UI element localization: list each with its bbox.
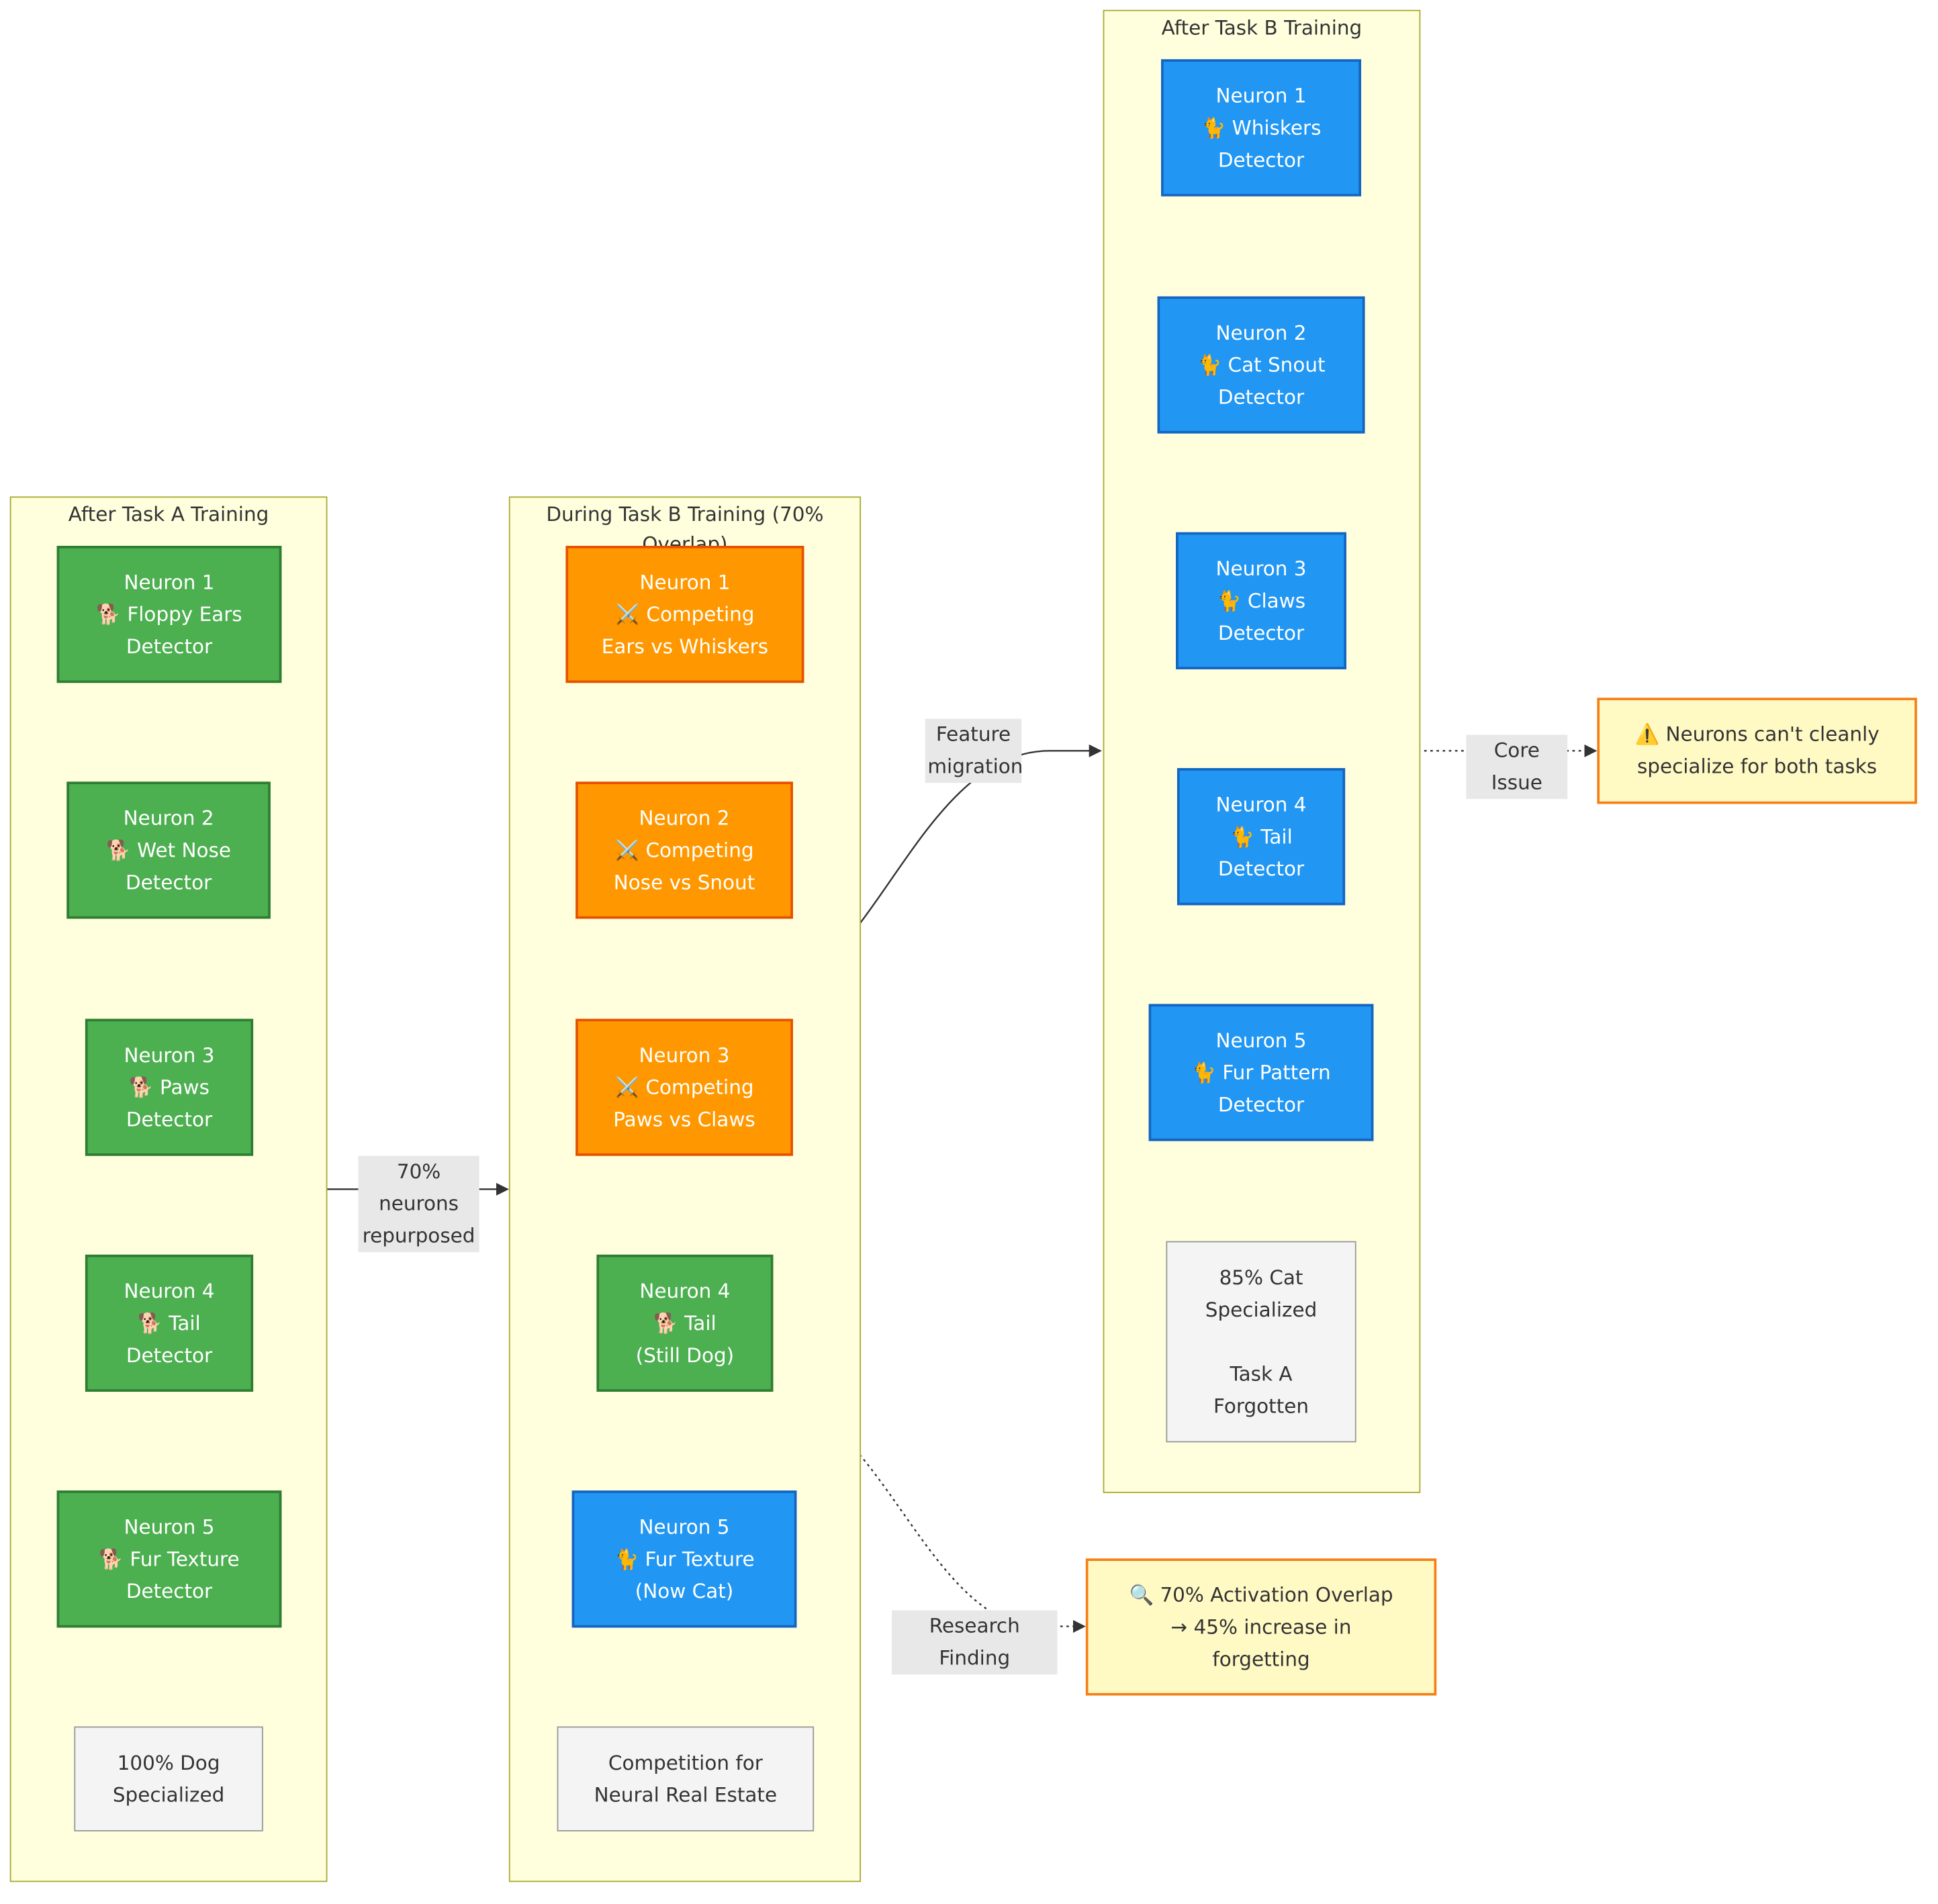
node-task-a-neuron-2[interactable]: Neuron 2 🐕 Wet Nose Detector	[66, 781, 271, 919]
node-task-a-neuron-3[interactable]: Neuron 3 🐕 Paws Detector	[85, 1018, 254, 1156]
cluster-after-task-a: After Task A Training	[9, 496, 328, 1883]
cluster-title: After Task B Training	[1161, 15, 1363, 40]
node-label: Neuron 1 🐕 Floppy Ears Detector	[96, 569, 242, 658]
node-task-b-neuron-3[interactable]: Neuron 3 🐈 Claws Detector	[1176, 532, 1346, 669]
node-during-b-neuron-3[interactable]: Neuron 3 ⚔️ Competing Paws vs Claws	[575, 1018, 793, 1156]
node-task-a-neuron-1[interactable]: Neuron 1 🐕 Floppy Ears Detector	[56, 546, 282, 683]
node-label: Neuron 1 🐈 Whiskers Detector	[1201, 83, 1322, 171]
note-research-finding[interactable]: 🔍 70% Activation Overlap → 45% increase …	[1085, 1558, 1437, 1696]
node-label: Neuron 2 🐕 Wet Nose Detector	[106, 806, 231, 894]
node-during-b-neuron-2[interactable]: Neuron 2 ⚔️ Competing Nose vs Snout	[575, 781, 793, 919]
edge-research-finding	[859, 1454, 1086, 1633]
edge-label-core-issue: Core Issue	[1466, 734, 1568, 800]
node-label: Neuron 4 🐈 Tail Detector	[1215, 792, 1307, 880]
node-during-b-neuron-1[interactable]: Neuron 1 ⚔️ Competing Ears vs Whiskers	[565, 546, 804, 683]
node-task-b-neuron-4[interactable]: Neuron 4 🐈 Tail Detector	[1176, 768, 1346, 906]
node-label: Neuron 5 🐕 Fur Texture Detector	[99, 1515, 240, 1603]
node-task-b-summary[interactable]: 85% Cat Specialized Task A Forgotten	[1166, 1241, 1356, 1443]
node-label: 85% Cat Specialized Task A Forgotten	[1205, 1265, 1318, 1417]
node-during-b-neuron-5[interactable]: Neuron 5 🐈 Fur Texture (Now Cat)	[571, 1490, 797, 1628]
node-label: Neuron 3 🐈 Claws Detector	[1215, 556, 1307, 645]
node-task-a-summary[interactable]: 100% Dog Specialized	[74, 1726, 263, 1831]
node-label: 100% Dog Specialized	[112, 1750, 225, 1807]
edge-feature-migration	[859, 744, 1102, 924]
cluster-title: During Task B Training (70% Overlap)	[546, 502, 824, 556]
edge-label-feature-migration: Feature migration	[925, 718, 1023, 783]
edge-label-repurposed: 70% neurons repurposed	[358, 1155, 479, 1253]
note-core-issue[interactable]: ⚠️ Neurons can't cleanly specialize for …	[1597, 698, 1917, 804]
cluster-title: After Task A Training	[68, 502, 269, 526]
node-label: Neuron 3 🐕 Paws Detector	[124, 1043, 215, 1131]
node-label: ⚠️ Neurons can't cleanly specialize for …	[1634, 722, 1880, 778]
node-label: Neuron 4 🐕 Tail (Still Dog)	[635, 1278, 735, 1367]
node-label: Neuron 3 ⚔️ Competing Paws vs Claws	[613, 1043, 755, 1131]
node-label: Neuron 4 🐕 Tail Detector	[124, 1278, 215, 1367]
node-label: Neuron 2 🐈 Cat Snout Detector	[1197, 320, 1326, 408]
node-label: Competition for Neural Real Estate	[594, 1750, 778, 1807]
node-task-a-neuron-4[interactable]: Neuron 4 🐕 Tail Detector	[85, 1254, 254, 1392]
node-during-b-neuron-4[interactable]: Neuron 4 🐕 Tail (Still Dog)	[596, 1254, 774, 1392]
cluster-during-task-b: During Task B Training (70% Overlap)	[508, 496, 862, 1883]
edge-label-research-finding: Research Finding	[892, 1610, 1058, 1675]
node-label: Neuron 5 🐈 Fur Texture (Now Cat)	[614, 1515, 755, 1603]
node-task-b-neuron-1[interactable]: Neuron 1 🐈 Whiskers Detector	[1161, 59, 1362, 197]
node-label: Neuron 1 ⚔️ Competing Ears vs Whiskers	[601, 569, 769, 658]
node-task-b-neuron-5[interactable]: Neuron 5 🐈 Fur Pattern Detector	[1148, 1004, 1374, 1141]
node-task-a-neuron-5[interactable]: Neuron 5 🐕 Fur Texture Detector	[56, 1490, 282, 1628]
node-label: Neuron 2 ⚔️ Competing Nose vs Snout	[613, 806, 755, 894]
node-label: 🔍 70% Activation Overlap → 45% increase …	[1129, 1582, 1393, 1670]
node-task-b-neuron-2[interactable]: Neuron 2 🐈 Cat Snout Detector	[1157, 296, 1365, 434]
node-during-b-summary[interactable]: Competition for Neural Real Estate	[557, 1726, 815, 1831]
node-label: Neuron 5 🐈 Fur Pattern Detector	[1191, 1028, 1331, 1116]
